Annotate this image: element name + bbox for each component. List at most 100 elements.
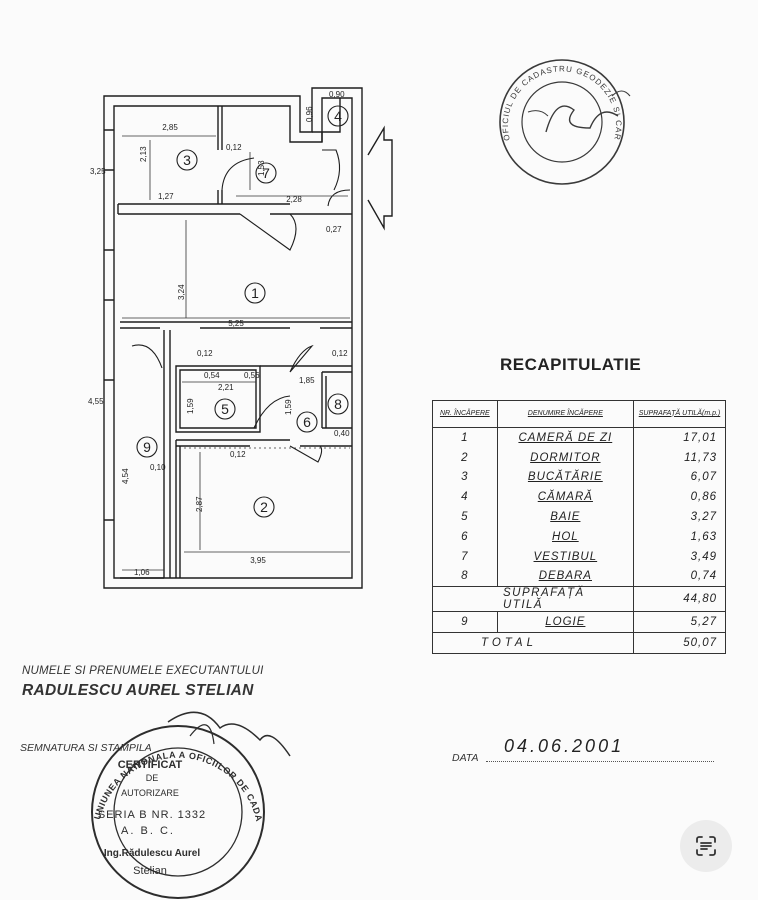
row-name: CĂMARĂ [496,487,635,508]
stamp-line-1: CERTIFICAT [118,759,183,771]
row-area: 0,74 [633,566,726,587]
total-area: 50,07 [633,632,726,654]
dim-room5-height: 1,59 [186,398,195,414]
loggia-nr: 9 [432,611,498,633]
dim-room7-width: 2,28 [286,195,302,204]
floor-plan-walls [103,87,363,589]
recap-header-row: NR. ÎNCĂPERE DENUMIRE ÎNCĂPERE SUPRAFAȚĂ… [432,400,726,428]
row-area: 3,27 [633,507,726,527]
room-9-label: 9 [143,439,151,455]
subtotal-row: SUPRAFAȚĂ UTILĂ 44,80 [432,586,726,612]
date-label: DATA [452,752,479,764]
recap-title: RECAPITULATIE [500,355,642,374]
executant-label: NUMELE SI PRENUMELE EXECUTANTULUI [22,665,264,677]
header-name: DENUMIRE ÎNCĂPERE [496,400,635,428]
room-markers [136,105,349,518]
dim-room7-height: 1,53 [257,160,266,176]
row-name: HOL [496,526,635,547]
row-name: BUCĂTĂRIE [496,467,635,488]
scan-text-icon [696,836,716,856]
loggia-name: LOGIE [496,611,635,633]
stamp-line-6: Ing.Rădulescu Aurel [104,848,201,859]
row-nr: 2 [432,447,498,468]
dim-room3-side: 3,25 [90,167,106,176]
row-area: 17,01 [633,427,726,448]
entrance-arrow [367,125,393,231]
row-nr: 8 [432,566,498,587]
dim-room3-height: 2,13 [139,146,148,162]
stamp-line-3: AUTORIZARE [121,788,179,798]
room-3-label: 3 [183,152,191,168]
dim-wall-010: 0,10 [150,463,166,472]
stamp-line-2: DE [146,773,159,783]
date-value: 04.06.2001 [504,736,625,756]
room-5-label: 5 [221,401,229,417]
dim-room2-width: 3,95 [250,556,266,565]
row-nr: 6 [432,526,498,547]
stamp-line-4: SERIA B NR. 1332 [98,809,206,821]
dim-wall-040: 0,40 [334,429,350,438]
stamp-line-5: A. B. C. [121,825,175,837]
row-area: 1,63 [633,526,726,547]
row-area: 6,07 [633,467,726,488]
subtotal-label: SUPRAFAȚĂ UTILĂ [432,586,634,612]
executant-name: RADULESCU AUREL STELIAN [22,682,254,699]
total-label: TOTAL [432,632,634,654]
room-2-label: 2 [260,499,268,515]
row-nr: 7 [432,546,498,567]
dim-wall-012-a: 0,12 [226,143,242,152]
dim-room2-height: 2,87 [195,496,204,512]
dim-room3-width: 2,85 [162,123,178,132]
dimension-labels: 2,85 2,13 1,27 3,25 0,12 1,53 2,28 0,90 … [88,90,350,577]
row-name: VESTIBUL [496,546,635,567]
row-name: DORMITOR [496,447,635,468]
dim-wall-012-d: 0,12 [230,450,246,459]
recap-table: NR. ÎNCĂPERE DENUMIRE ÎNCĂPERE SUPRAFAȚĂ… [432,400,726,654]
loggia-area: 5,27 [633,611,726,633]
row-nr: 3 [432,467,498,488]
dimension-lines [122,135,350,571]
dim-room1-width: 5,25 [228,319,244,328]
row-area: 3,49 [633,546,726,567]
room-4-label: 4 [334,108,342,124]
door-arcs [131,149,351,463]
row-area: 0,86 [633,487,726,508]
room-8-label: 8 [334,396,342,412]
dim-room8-width: 1,85 [299,376,315,385]
cadastre-stamp [499,59,631,185]
total-row: TOTAL 50,07 [432,632,726,654]
row-name: BAIE [496,507,635,527]
dim-room5-a: 0,54 [204,371,220,380]
room-7-label: 7 [262,165,270,181]
dim-room4-top: 0,90 [329,90,345,99]
row-nr: 5 [432,507,498,527]
dim-wall-027: 0,27 [326,225,342,234]
row-area: 11,73 [633,447,726,468]
row-nr: 1 [432,427,498,448]
dim-left-total: 4,55 [88,397,104,406]
dim-room9-width: 1,06 [134,568,150,577]
header-nr: NR. ÎNCĂPERE [432,400,498,428]
dim-room3-inner: 1,27 [158,192,174,201]
scan-text-button[interactable] [680,820,732,872]
authorization-stamp [91,711,291,899]
loggia-row: 9 LOGIE 5,27 [432,611,726,633]
row-nr: 4 [432,487,498,508]
dim-room1-height: 3,24 [177,284,186,300]
authorization-stamp-lines: CERTIFICAT DE AUTORIZARE SERIA B NR. 133… [98,759,206,877]
dim-room4-side: 0,96 [305,106,314,122]
dim-wall-012-b: 0,12 [197,349,213,358]
room-1-label: 1 [251,285,259,301]
dim-room6-height: 1,59 [284,399,293,415]
dim-room5-width: 2,21 [218,383,234,392]
row-name: CAMERĂ DE ZI [496,427,635,448]
dim-room9-height: 4,54 [121,468,130,484]
date-line [486,761,714,762]
